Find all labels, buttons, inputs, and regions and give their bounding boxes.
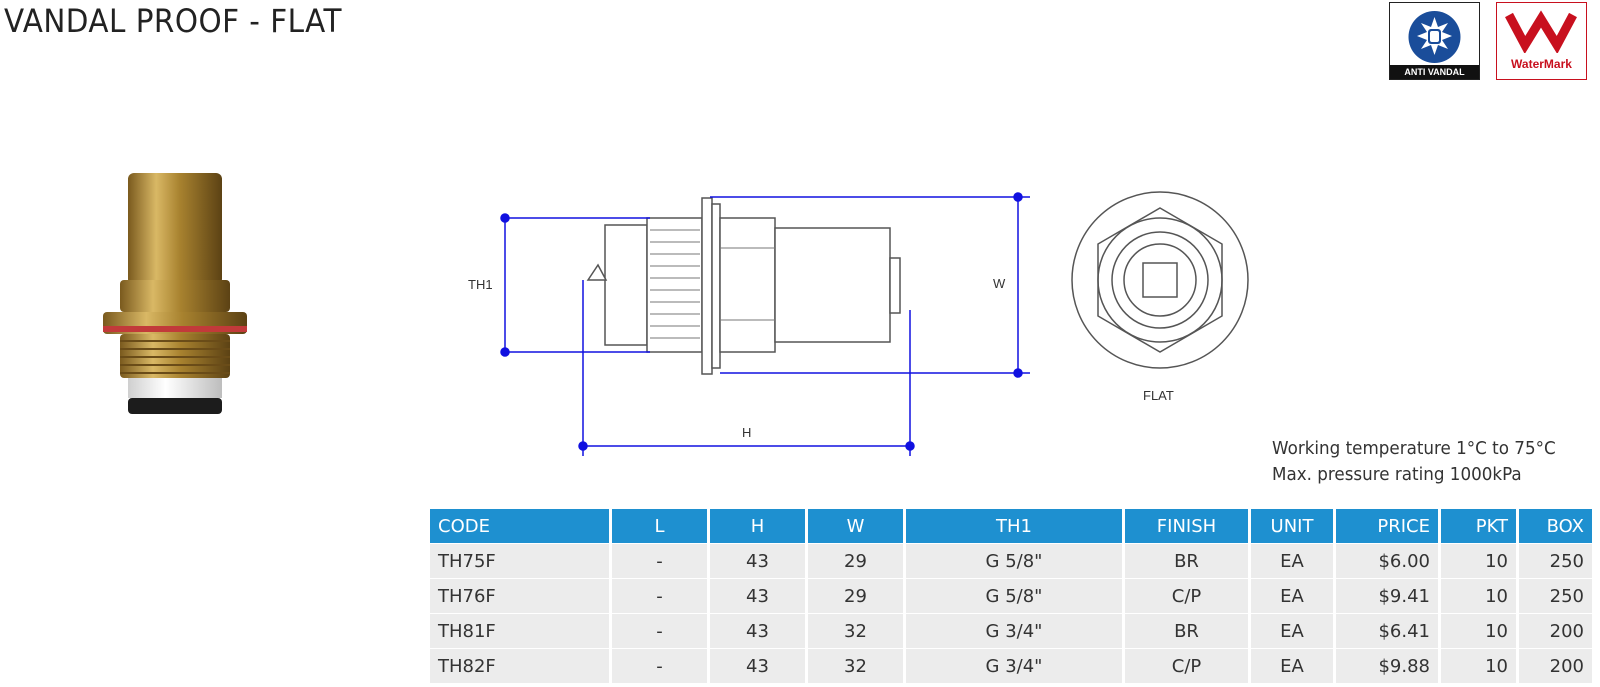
anti-vandal-icon xyxy=(1408,11,1461,63)
cell-finish: C/P xyxy=(1125,579,1248,613)
cell-pkt: 10 xyxy=(1441,544,1516,578)
table-row: TH81F - 43 32 G 3/4" BR EA $6.41 10 200 xyxy=(430,614,1592,648)
page-title: VANDAL PROOF - FLAT xyxy=(4,2,342,40)
product-spec-table: CODE L H W TH1 FINISH UNIT PRICE PKT BOX… xyxy=(427,508,1595,684)
cell-unit: EA xyxy=(1251,614,1333,648)
watermark-badge: WaterMark xyxy=(1496,2,1587,80)
cell-w: 29 xyxy=(808,579,903,613)
cell-price: $6.00 xyxy=(1336,544,1438,578)
table-row: TH82F - 43 32 G 3/4" C/P EA $9.88 10 200 xyxy=(430,649,1592,683)
working-temperature-note: Working temperature 1°C to 75°C xyxy=(1272,438,1556,459)
cell-price: $9.88 xyxy=(1336,649,1438,683)
column-header-finish: FINISH xyxy=(1125,509,1248,543)
technical-drawing: TH1 W H FLAT xyxy=(440,180,1270,474)
product-photo xyxy=(60,155,310,464)
cell-l: - xyxy=(612,544,707,578)
dimension-label-w: W xyxy=(993,276,1006,291)
column-header-pkt: PKT xyxy=(1441,509,1516,543)
cell-code: TH75F xyxy=(430,544,609,578)
cell-unit: EA xyxy=(1251,579,1333,613)
table-row: TH75F - 43 29 G 5/8" BR EA $6.00 10 250 xyxy=(430,544,1592,578)
column-header-l: L xyxy=(612,509,707,543)
watermark-logo-icon xyxy=(1505,10,1577,55)
cell-price: $9.41 xyxy=(1336,579,1438,613)
watermark-label: WaterMark xyxy=(1511,57,1572,71)
table-header-row: CODE L H W TH1 FINISH UNIT PRICE PKT BOX xyxy=(430,509,1592,543)
cell-unit: EA xyxy=(1251,544,1333,578)
cell-th1: G 5/8" xyxy=(906,544,1122,578)
cell-finish: BR xyxy=(1125,544,1248,578)
cell-code: TH82F xyxy=(430,649,609,683)
table-row: TH76F - 43 29 G 5/8" C/P EA $9.41 10 250 xyxy=(430,579,1592,613)
cell-th1: G 5/8" xyxy=(906,579,1122,613)
cell-box: 200 xyxy=(1519,649,1592,683)
column-header-price: PRICE xyxy=(1336,509,1438,543)
dimension-label-th1: TH1 xyxy=(468,277,493,292)
cell-w: 29 xyxy=(808,544,903,578)
cell-unit: EA xyxy=(1251,649,1333,683)
cell-code: TH81F xyxy=(430,614,609,648)
anti-vandal-label: ANTI VANDAL xyxy=(1390,65,1479,79)
cell-w: 32 xyxy=(808,614,903,648)
cell-th1: G 3/4" xyxy=(906,649,1122,683)
cell-price: $6.41 xyxy=(1336,614,1438,648)
cell-code: TH76F xyxy=(430,579,609,613)
cell-box: 200 xyxy=(1519,614,1592,648)
view-label-flat: FLAT xyxy=(1143,388,1174,403)
cell-l: - xyxy=(612,614,707,648)
cell-h: 43 xyxy=(710,649,805,683)
dimension-label-h: H xyxy=(742,425,752,440)
cell-finish: C/P xyxy=(1125,649,1248,683)
column-header-w: W xyxy=(808,509,903,543)
cell-box: 250 xyxy=(1519,544,1592,578)
cell-pkt: 10 xyxy=(1441,614,1516,648)
column-header-h: H xyxy=(710,509,805,543)
cell-box: 250 xyxy=(1519,579,1592,613)
cell-th1: G 3/4" xyxy=(906,614,1122,648)
cell-pkt: 10 xyxy=(1441,649,1516,683)
pressure-rating-note: Max. pressure rating 1000kPa xyxy=(1272,464,1522,485)
cell-finish: BR xyxy=(1125,614,1248,648)
cell-h: 43 xyxy=(710,579,805,613)
anti-vandal-badge: ANTI VANDAL xyxy=(1389,2,1480,80)
cell-h: 43 xyxy=(710,544,805,578)
cell-pkt: 10 xyxy=(1441,579,1516,613)
column-header-code: CODE xyxy=(430,509,609,543)
operating-notes: Working temperature 1°C to 75°C Max. pre… xyxy=(1272,436,1556,488)
column-header-th1: TH1 xyxy=(906,509,1122,543)
cell-l: - xyxy=(612,649,707,683)
column-header-box: BOX xyxy=(1519,509,1592,543)
cell-w: 32 xyxy=(808,649,903,683)
column-header-unit: UNIT xyxy=(1251,509,1333,543)
cell-l: - xyxy=(612,579,707,613)
cell-h: 43 xyxy=(710,614,805,648)
